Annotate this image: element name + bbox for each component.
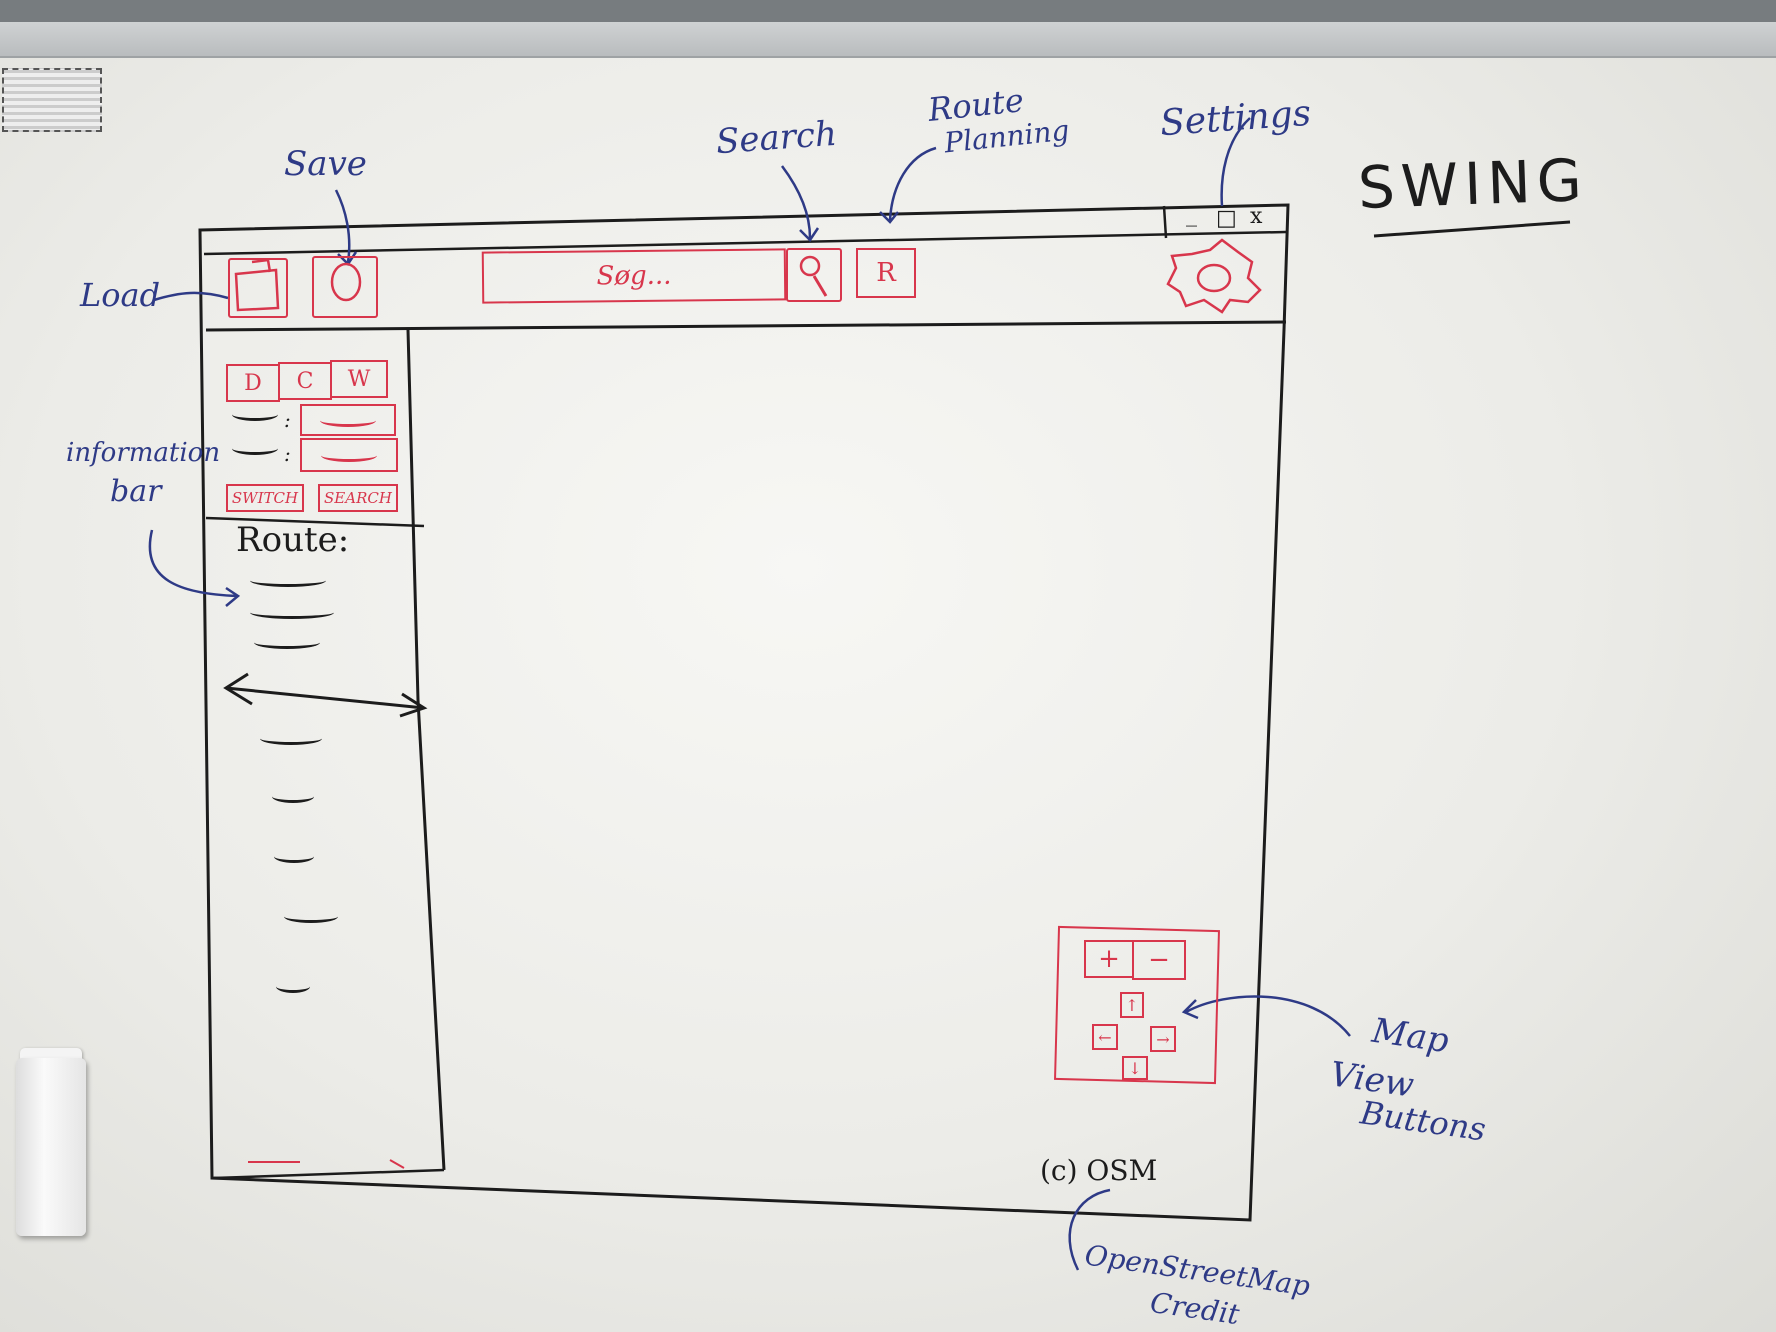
mode-tab-d[interactable]: D: [226, 364, 280, 402]
pan-down-button[interactable]: ↓: [1122, 1056, 1148, 1080]
route-step: [284, 910, 338, 923]
route-step: [272, 790, 314, 803]
from-field[interactable]: [300, 404, 396, 436]
to-field-colon: :: [284, 442, 291, 466]
mode-tab-w[interactable]: W: [330, 360, 388, 398]
from-field-colon: :: [284, 408, 291, 432]
osm-credit: (c) OSM: [1040, 1154, 1158, 1187]
whiteboard-eraser: [16, 1058, 86, 1236]
to-field[interactable]: [300, 438, 398, 472]
load-callout: Load: [80, 276, 161, 314]
mode-tab-c[interactable]: C: [278, 362, 332, 400]
search-callout: Search: [714, 113, 839, 163]
load-button[interactable]: [228, 258, 288, 318]
zoom-out-button[interactable]: −: [1132, 940, 1186, 980]
minimize-control[interactable]: _: [1186, 202, 1197, 227]
from-field-label: [232, 408, 278, 421]
search-button[interactable]: [786, 248, 842, 302]
wall-top: [0, 0, 1776, 22]
zoom-in-button[interactable]: +: [1084, 940, 1134, 978]
route-step: [250, 574, 326, 587]
pan-left-button[interactable]: ←: [1092, 1024, 1118, 1050]
route-step: [276, 980, 310, 993]
maximize-control[interactable]: □: [1216, 206, 1237, 231]
route-planning-button[interactable]: R: [856, 248, 916, 298]
route-step: [274, 850, 314, 863]
route-heading: Route:: [236, 520, 350, 560]
save-button[interactable]: [312, 256, 378, 318]
information-bar-callout-line1: information: [66, 438, 221, 468]
to-field-label: [232, 442, 278, 455]
save-callout: Save: [284, 144, 367, 184]
route-step: [260, 732, 322, 745]
information-bar-callout-line2: bar: [110, 474, 162, 509]
route-search-button[interactable]: SEARCH: [318, 484, 398, 512]
board-label-sticker: [2, 68, 102, 132]
route-step: [250, 606, 334, 619]
whiteboard-frame-top: [0, 22, 1776, 58]
pan-up-button[interactable]: ↑: [1120, 992, 1144, 1018]
settings-button[interactable]: [1160, 236, 1264, 320]
pan-right-button[interactable]: →: [1150, 1026, 1176, 1052]
switch-button[interactable]: SWITCH: [226, 484, 304, 512]
route-step: [254, 636, 320, 649]
close-control[interactable]: x: [1250, 204, 1263, 229]
search-input[interactable]: Søg...: [481, 248, 787, 304]
